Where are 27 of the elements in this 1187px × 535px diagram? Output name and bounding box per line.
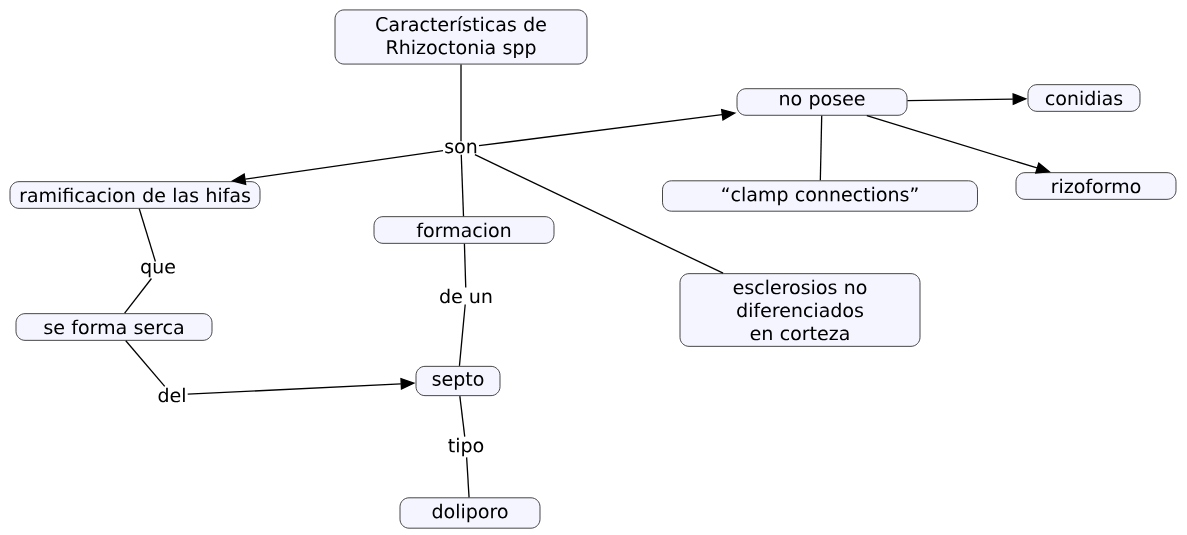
linking-phrase: tipo <box>448 437 484 457</box>
linking-phrase: que <box>141 262 175 278</box>
connector <box>474 154 724 274</box>
concept-box: “clamp connections” <box>662 180 978 212</box>
connector <box>463 243 467 289</box>
connector <box>458 303 466 367</box>
concept-box: esclerosios no diferenciados en corteza <box>679 273 921 347</box>
linking-phrase: son <box>445 142 477 154</box>
connector <box>459 395 466 438</box>
connector <box>138 208 157 263</box>
connector <box>460 63 462 142</box>
concept-box: formacion <box>373 216 555 244</box>
concept-box: Características de Rhizoctonia spp <box>334 9 588 65</box>
connector <box>819 115 823 181</box>
concept-box: doliporo <box>399 497 541 529</box>
concept-box: se forma serca <box>15 313 213 341</box>
connector <box>460 154 465 217</box>
connector <box>124 277 153 314</box>
connector <box>466 456 470 498</box>
concept-box: conidias <box>1027 84 1141 112</box>
concept-box: septo <box>415 365 501 397</box>
connector <box>125 340 166 388</box>
linking-phrase: de un <box>440 288 492 304</box>
concept-box: ramificacion de las hifas <box>9 181 261 209</box>
concept-box: no posee <box>736 88 908 116</box>
concept-box: rizoformo <box>1015 172 1177 200</box>
linking-phrase: del <box>158 387 185 403</box>
